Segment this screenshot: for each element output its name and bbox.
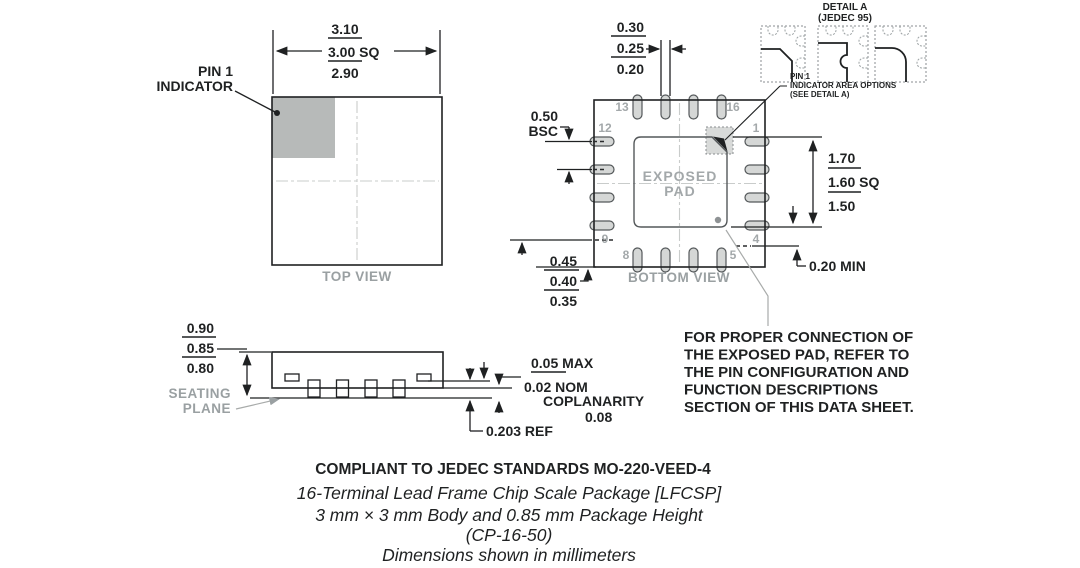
side-view-body-outline	[271, 351, 444, 389]
lead-length-max: 0.45	[550, 253, 577, 269]
pad-clearance-value: 0.20 MIN	[809, 258, 866, 274]
package-height-max: 0.90	[187, 320, 214, 336]
seating-plane-label-line1: SEATING	[168, 386, 231, 401]
package-name: 16-Terminal Lead Frame Chip Scale Packag…	[297, 483, 723, 503]
bottom-view: EXPOSED PAD 13 16 12 9 8 5 1 4 0.30 0.25…	[510, 19, 879, 326]
bottom-view-body-outline	[593, 99, 766, 268]
detail-a: DETAIL A (JEDEC 95) PIN 1	[724, 2, 927, 141]
detail-a-title-line1: DETAIL A	[823, 2, 868, 13]
pin1-area-callout: PIN 1 INDICATOR AREA OPTIONS (SEE DETAIL…	[724, 72, 897, 141]
coplanarity-callout: COPLANARITY 0.08	[543, 393, 645, 425]
exposed-pad-label-line2: PAD	[664, 183, 696, 199]
pin-8: 8	[623, 248, 630, 262]
standoff-max: 0.05 MAX	[531, 355, 594, 371]
exposed-pad-dot	[714, 216, 722, 224]
package-code: (CP-16-50)	[466, 525, 553, 545]
package-body-size: 3 mm × 3 mm Body and 0.85 mm Package Hei…	[315, 505, 704, 525]
seating-plane-callout: SEATING PLANE	[168, 386, 281, 416]
exposed-pad-size-dimension: 1.70 1.60 SQ 1.50	[731, 136, 879, 228]
detail-a-title-line2: (JEDEC 95)	[818, 13, 872, 24]
pin-4: 4	[753, 232, 760, 246]
coplanarity-label: COPLANARITY	[543, 393, 645, 409]
compliance-statement: COMPLIANT TO JEDEC STANDARDS MO-220-VEED…	[315, 461, 711, 478]
lead-pitch-value: 0.50	[531, 108, 558, 124]
exposed-pad-outline	[633, 136, 728, 228]
lead-length-nom: 0.40	[550, 273, 577, 289]
pin-numbers: 13 16 12 9 8 5 1 4	[598, 100, 759, 262]
detail-a-option-3	[874, 25, 927, 83]
lead-width-nom: 0.25	[617, 40, 644, 56]
pin-13: 13	[615, 100, 629, 114]
body-width-nom: 3.00 SQ	[328, 44, 379, 60]
pin1-chamfer-triangle	[713, 136, 728, 152]
footer: COMPLIANT TO JEDEC STANDARDS MO-220-VEED…	[297, 461, 723, 565]
pad-centerline-dashes	[593, 140, 751, 247]
exposed-pad-max: 1.70	[828, 150, 855, 166]
lead-pitch-dimension: 0.50 BSC	[528, 108, 592, 184]
pin1-leader-dot	[274, 110, 280, 116]
pin-5: 5	[730, 248, 737, 262]
lead-thickness-value: 0.203 REF	[486, 423, 553, 439]
exposed-pad-label-line1: EXPOSED	[643, 168, 718, 184]
exposed-pad-min: 1.50	[828, 198, 855, 214]
exposed-pad-note-leader	[725, 229, 769, 326]
note-line3: THE PIN CONFIGURATION AND	[684, 364, 909, 381]
pad-clearance-dimension: 0.20 MIN	[752, 245, 866, 274]
pin1-indicator-marker	[272, 97, 335, 158]
bottom-view-label: BOTTOM VIEW	[628, 270, 730, 285]
units-note: Dimensions shown in millimeters	[382, 545, 636, 565]
standoff-dimension: 0.05 MAX 0.02 NOM	[428, 355, 594, 413]
body-width-min: 2.90	[331, 65, 358, 81]
note-line5: SECTION OF THIS DATA SHEET.	[684, 399, 914, 416]
exposed-pad-nom: 1.60 SQ	[828, 174, 879, 190]
pin-16: 16	[726, 100, 740, 114]
coplanarity-value: 0.08	[585, 409, 612, 425]
standoff-nom: 0.02 NOM	[524, 379, 588, 395]
top-view-pin1-callout: PIN 1 INDICATOR	[157, 63, 280, 116]
pin-12: 12	[598, 121, 612, 135]
body-width-max: 3.10	[331, 21, 358, 37]
lead-width-max: 0.30	[617, 19, 644, 35]
note-line2: THE EXPOSED PAD, REFER TO	[684, 347, 910, 364]
top-view-width-dimension: 3.10 3.00 SQ 2.90	[272, 21, 441, 94]
note-line1: FOR PROPER CONNECTION OF	[684, 329, 913, 346]
lead-length-min: 0.35	[550, 293, 577, 309]
top-view-label: TOP VIEW	[322, 269, 392, 284]
package-height-dimension: 0.90 0.85 0.80	[182, 320, 271, 397]
lead-width-min: 0.20	[617, 61, 644, 77]
exposed-pad-note: FOR PROPER CONNECTION OF THE EXPOSED PAD…	[684, 329, 914, 416]
lead-width-dimension: 0.30 0.25 0.20	[611, 19, 686, 96]
pin1-area-callout-line2: INDICATOR AREA OPTIONS	[790, 81, 897, 90]
package-height-nom: 0.85	[187, 340, 214, 356]
lead-length-dimension: 0.45 0.40 0.35	[510, 239, 596, 309]
package-height-min: 0.80	[187, 360, 214, 376]
pin1-callout-line2: INDICATOR	[157, 78, 233, 94]
pin1-area-callout-line3: (SEE DETAIL A)	[790, 90, 850, 99]
pin-9: 9	[602, 232, 609, 246]
pin1-callout-line1: PIN 1	[198, 63, 233, 79]
detail-a-option-2	[817, 25, 869, 83]
pin1-area-callout-line1: PIN 1	[790, 72, 811, 81]
seating-plane-label-line2: PLANE	[183, 401, 231, 416]
note-line4: FUNCTION DESCRIPTIONS	[684, 382, 878, 399]
lead-thickness-dimension: 0.203 REF	[465, 368, 553, 439]
lead-pitch-qualifier: BSC	[528, 123, 558, 139]
side-view-leads	[284, 373, 432, 398]
side-view: 0.90 0.85 0.80 SEATING PLANE 0.05 MAX 0.…	[168, 320, 644, 439]
top-view: 3.10 3.00 SQ 2.90 PIN 1 INDICATOR TOP VI…	[157, 21, 443, 284]
detail-a-option-1	[760, 25, 806, 83]
top-view-body-outline	[271, 96, 443, 266]
pin-1: 1	[753, 121, 760, 135]
